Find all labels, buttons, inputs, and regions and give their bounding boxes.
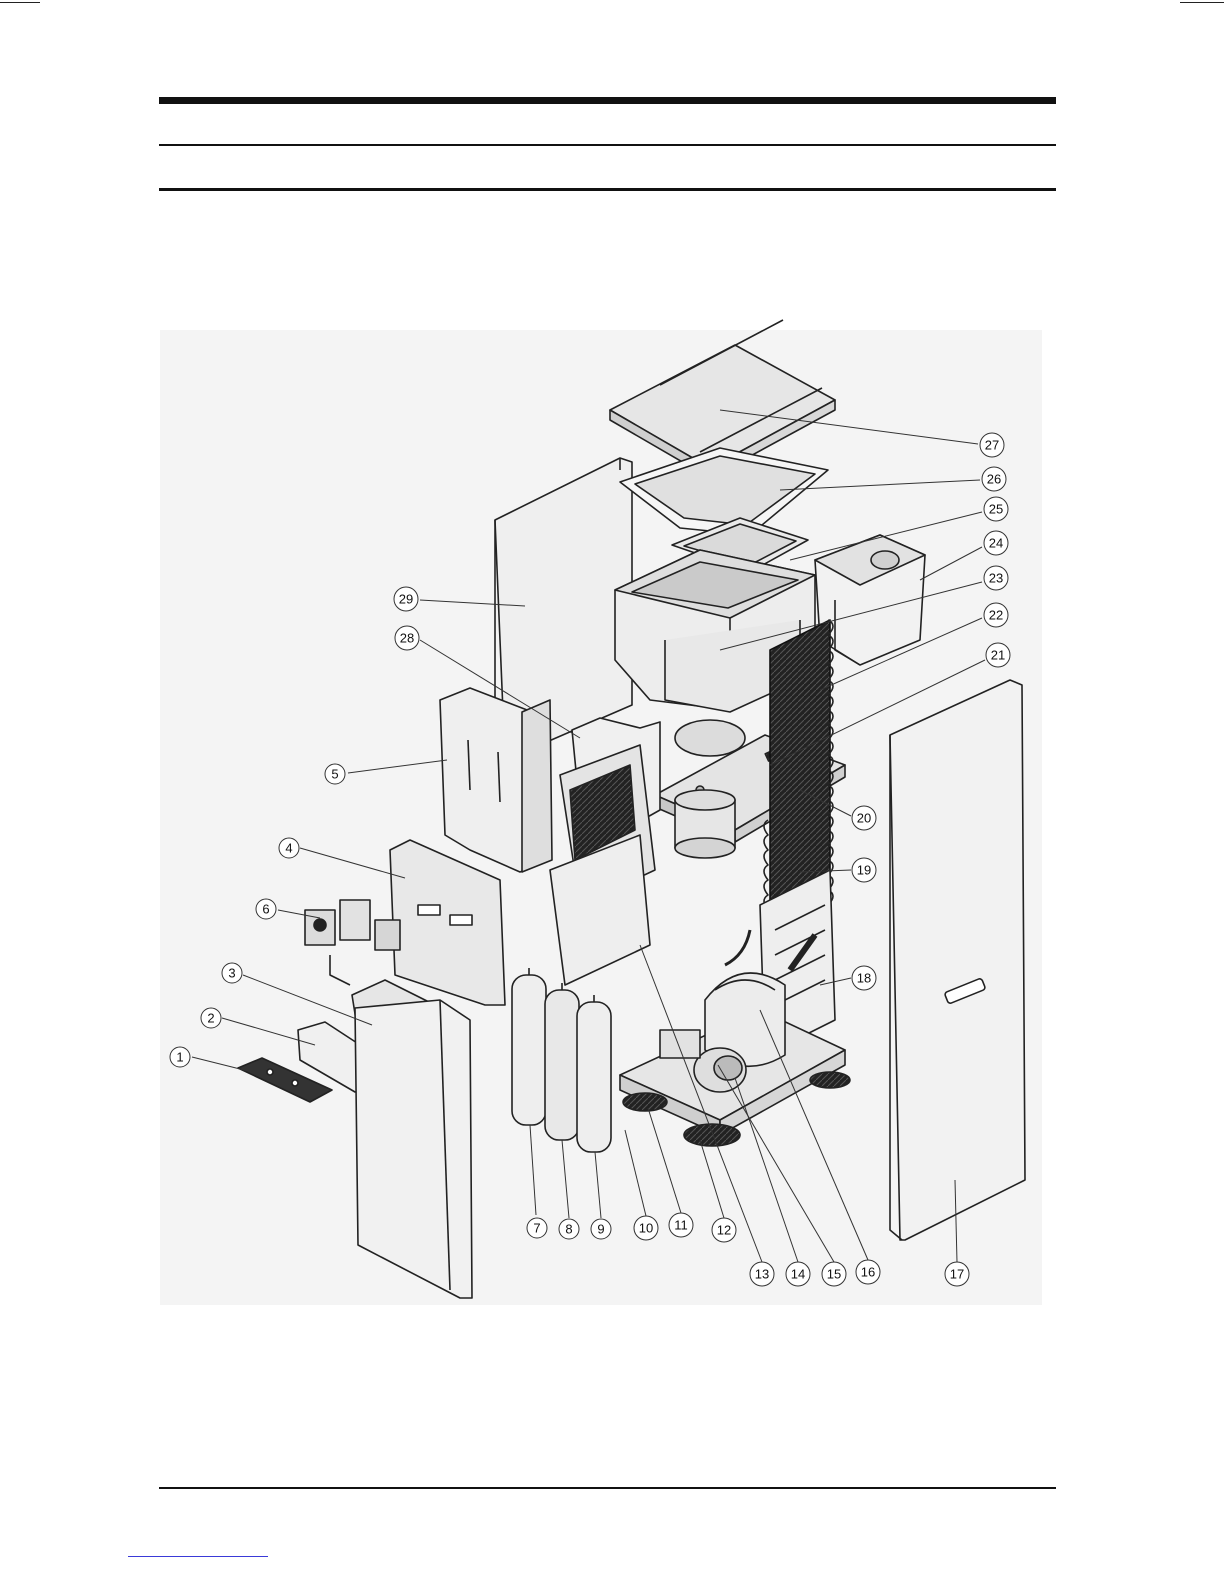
- part-8-filter: [545, 983, 579, 1140]
- callout-20: 20: [857, 811, 871, 826]
- callout-29: 29: [399, 592, 413, 607]
- part-17-side-panel: [890, 680, 1025, 1240]
- callout-12: 12: [717, 1223, 731, 1238]
- callout-16: 16: [861, 1265, 875, 1280]
- callout-17: 17: [950, 1267, 964, 1282]
- callout-28: 28: [400, 631, 414, 646]
- callout-7: 7: [533, 1221, 540, 1236]
- part-7-filter: [512, 968, 546, 1125]
- callout-1: 1: [176, 1050, 183, 1065]
- callout-14: 14: [791, 1267, 805, 1282]
- callout-27: 27: [985, 438, 999, 453]
- callout-6: 6: [262, 902, 269, 917]
- callout-3: 3: [228, 966, 235, 981]
- callout-9: 9: [597, 1222, 604, 1237]
- callout-19: 19: [857, 863, 871, 878]
- callout-26: 26: [987, 472, 1001, 487]
- callout-23: 23: [989, 571, 1003, 586]
- callout-18: 18: [857, 971, 871, 986]
- part-filter-housing: [550, 745, 655, 985]
- callout-21: 21: [991, 648, 1005, 663]
- callout-5: 5: [331, 767, 338, 782]
- callout-2: 2: [207, 1011, 214, 1026]
- callout-8: 8: [565, 1222, 572, 1237]
- callout-24: 24: [989, 536, 1003, 551]
- part-9-filter: [577, 995, 611, 1152]
- callout-15: 15: [827, 1267, 841, 1282]
- callout-13: 13: [755, 1267, 769, 1282]
- callout-11: 11: [674, 1218, 688, 1233]
- callout-25: 25: [989, 502, 1003, 517]
- callout-4: 4: [285, 841, 292, 856]
- callout-10: 10: [639, 1221, 653, 1236]
- callout-22: 22: [989, 608, 1003, 623]
- part-front-door: [355, 1000, 472, 1298]
